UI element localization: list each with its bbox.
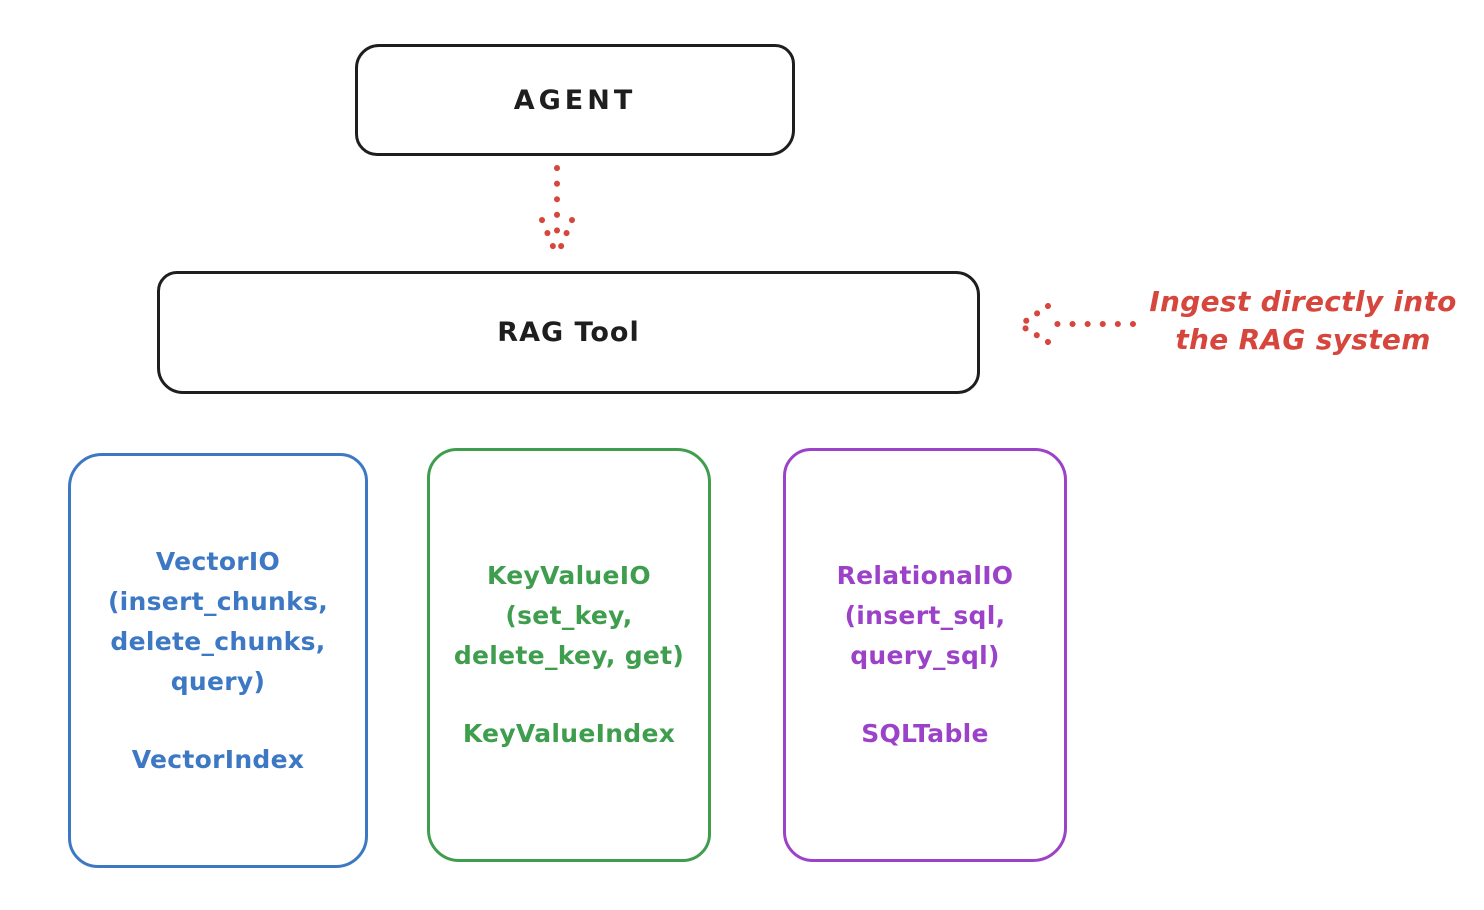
relational-io-title-line: query_sql) — [850, 641, 1000, 670]
rag-tool-node: RAG Tool — [157, 271, 980, 394]
relational-io-title-line: RelationalIO — [836, 561, 1014, 590]
relational-io-node: RelationalIO (insert_sql, query_sql) SQL… — [783, 448, 1067, 862]
sql-table-label: SQLTable — [861, 719, 989, 748]
keyvalue-io-title-line: (set_key, — [505, 601, 633, 630]
ingest-annotation-line1: Ingest directly into — [1149, 285, 1457, 318]
relational-io-title-line: (insert_sql, — [844, 601, 1006, 630]
agent-node: AGENT — [355, 44, 795, 156]
ingest-annotation-line2: the RAG system — [1175, 323, 1431, 356]
ingest-annotation-arrow-icon — [1017, 303, 1136, 345]
vector-io-title-line: VectorIO — [155, 546, 281, 576]
keyvalue-io-title-line: delete_key, get) — [453, 641, 685, 670]
vector-io-title-line: (insert_chunks, — [107, 586, 329, 616]
agent-node-label: AGENT — [513, 84, 637, 116]
keyvalue-io-node: KeyValueIO (set_key, delete_key, get) Ke… — [427, 448, 711, 862]
vector-io-node: VectorIO (insert_chunks, delete_chunks, … — [68, 453, 368, 868]
rag-tool-node-label: RAG Tool — [497, 317, 640, 348]
agent-to-rag-dotted-arrow-icon — [539, 165, 575, 259]
ingest-annotation: Ingest directly into the RAG system — [1128, 283, 1478, 359]
vector-index-label: VectorIndex — [131, 744, 305, 774]
keyvalue-io-title-line: KeyValueIO — [487, 561, 651, 590]
vector-io-title-line: query) — [170, 666, 266, 696]
keyvalue-index-label: KeyValueIndex — [462, 719, 676, 748]
vector-io-title-line: delete_chunks, — [110, 626, 326, 656]
